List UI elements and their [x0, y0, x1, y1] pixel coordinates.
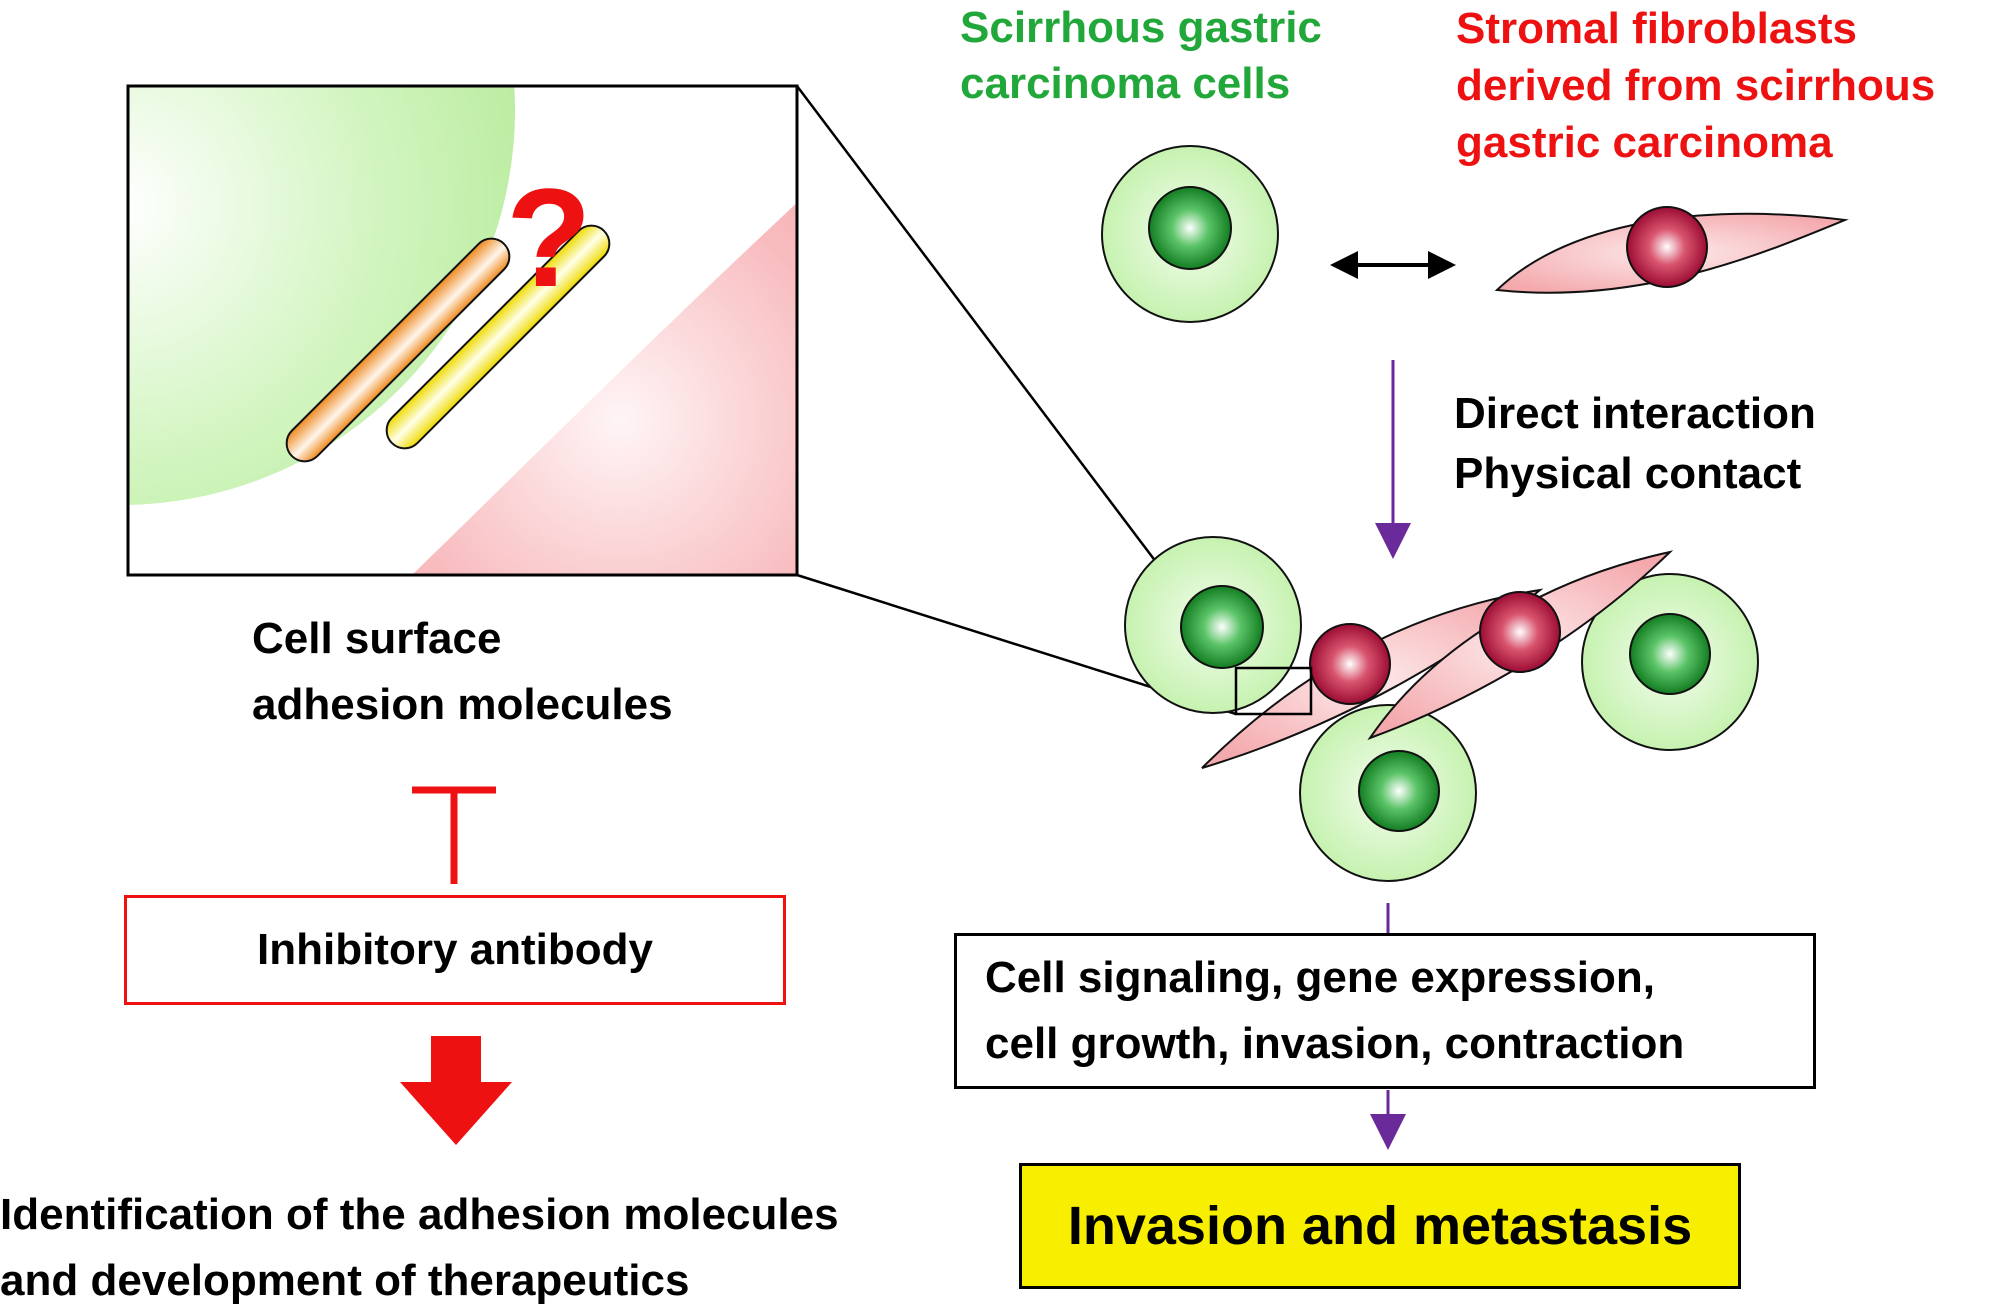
- invasion-metastasis-text: Invasion and metastasis: [1067, 1196, 1693, 1256]
- zoom-inset: [126, 84, 799, 577]
- adhesion-molecule-orange: [285, 237, 511, 463]
- carcinoma-label-line-2: carcinoma cells: [960, 59, 1291, 109]
- carcinoma-cells-label: Scirrhous gastric carcinoma cells: [960, 0, 1322, 113]
- double-arrow: [1330, 251, 1456, 279]
- question-mark: ?: [506, 159, 592, 316]
- adhesion-molecules-label: Cell surface adhesion molecules: [252, 606, 673, 738]
- fibroblasts-label-line-2: derived from scirrhous: [1456, 61, 1936, 111]
- fibroblasts-label: Stromal fibroblasts derived from scirrho…: [1456, 0, 1935, 172]
- red-down-arrow: [400, 1036, 512, 1145]
- carcinoma-cell-top: [1101, 145, 1279, 323]
- fibroblasts-label-line-1: Stromal fibroblasts: [1456, 4, 1857, 53]
- inhibition-symbol: [412, 786, 496, 884]
- adhesion-label-line-2: adhesion molecules: [252, 680, 673, 729]
- signaling-line-1: Cell signaling, gene expression,: [985, 953, 1655, 1002]
- carcinoma-label-line-1: Scirrhous gastric: [960, 3, 1322, 52]
- interaction-label-line-1: Direct interaction: [1454, 389, 1816, 438]
- zoom-carcinoma-cell: [128, 86, 515, 505]
- inhibitory-antibody-box: Inhibitory antibody: [124, 895, 786, 1005]
- interaction-label-line-2: Physical contact: [1454, 448, 1802, 498]
- fibroblast-top: [1494, 206, 1849, 294]
- adhesion-molecule-yellow: [385, 224, 611, 450]
- arrow-to-invasion: [1370, 1090, 1406, 1150]
- invasion-metastasis-box: Invasion and metastasis: [1019, 1163, 1741, 1289]
- adhesion-label-line-1: Cell surface: [252, 614, 502, 663]
- identification-label-line-1: Identification of the adhesion molecules: [0, 1190, 839, 1239]
- interaction-label: Direct interaction Physical contact: [1454, 384, 1816, 504]
- inhibitory-antibody-text: Inhibitory antibody: [257, 925, 653, 974]
- arrow-to-cluster: [1375, 360, 1411, 559]
- cell-signaling-box: Cell signaling, gene expression, cell gr…: [954, 933, 1816, 1089]
- identification-label: Identification of the adhesion molecules…: [0, 1182, 839, 1314]
- cell-cluster: [1124, 536, 1759, 882]
- zoom-region-marker: [1234, 666, 1313, 716]
- zoom-fibroblast: [412, 202, 797, 575]
- identification-label-line-2: and development of therapeutics: [0, 1256, 690, 1305]
- signaling-line-2: cell growth, invasion, contraction: [985, 1019, 1685, 1068]
- fibroblasts-label-line-3: gastric carcinoma: [1456, 118, 1833, 168]
